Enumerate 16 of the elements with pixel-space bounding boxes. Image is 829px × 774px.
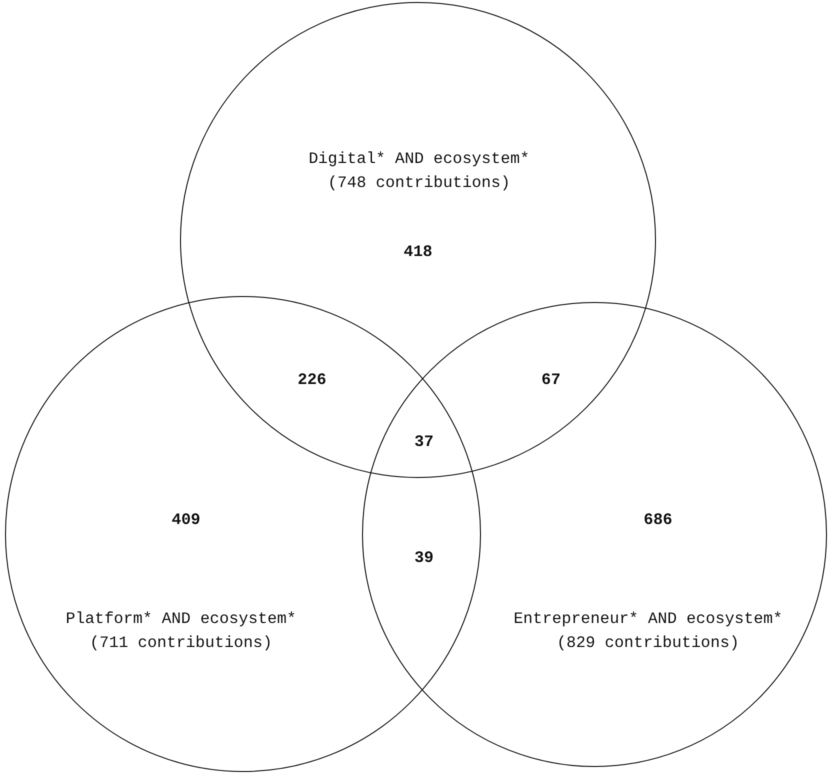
venn-circle bbox=[362, 302, 827, 767]
set-label: Platform* AND ecosystem* bbox=[66, 610, 296, 628]
set-label: (711 contributions) bbox=[90, 634, 272, 652]
set-label: Digital* AND ecosystem* bbox=[308, 150, 530, 168]
count-label: 686 bbox=[644, 511, 672, 529]
set-label: Entrepreneur* AND ecosystem* bbox=[514, 610, 782, 628]
count-label: 37 bbox=[414, 433, 434, 451]
count-label: 418 bbox=[404, 243, 432, 261]
set-label: (829 contributions) bbox=[556, 634, 740, 652]
count-label: 67 bbox=[541, 371, 561, 389]
set-label: (748 contributions) bbox=[328, 174, 510, 192]
venn-circle bbox=[180, 2, 656, 478]
count-label: 39 bbox=[414, 549, 434, 567]
count-label: 409 bbox=[172, 511, 200, 529]
count-label: 226 bbox=[298, 371, 326, 389]
venn-circle bbox=[5, 296, 481, 772]
